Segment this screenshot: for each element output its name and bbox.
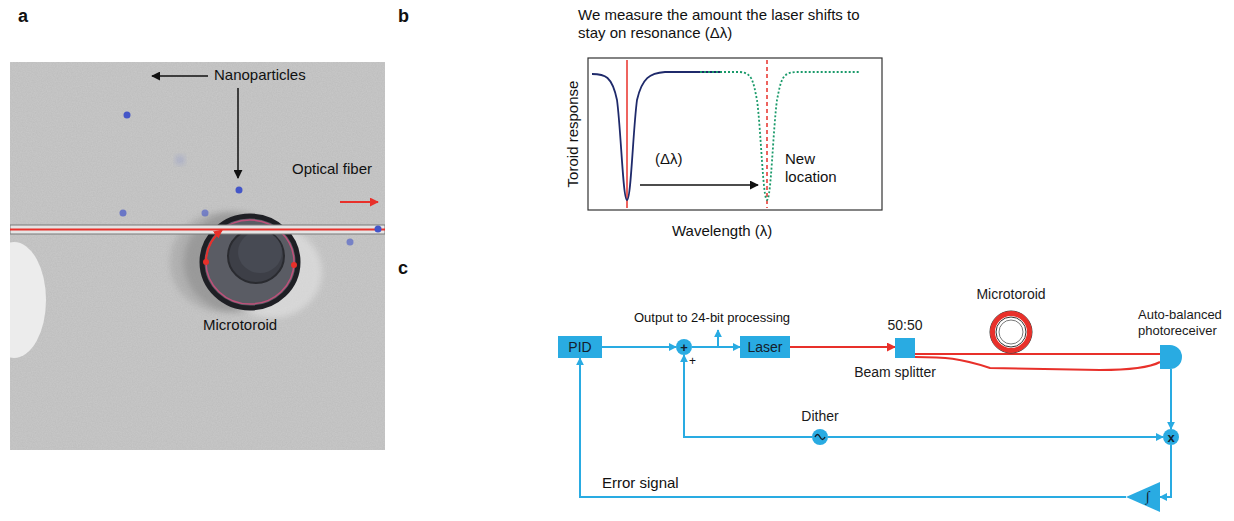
output-tap [717, 330, 719, 346]
node-label: Microtoroid [976, 286, 1045, 303]
signal-connector [1160, 445, 1171, 497]
signal-connector [580, 358, 1126, 497]
node-label: Auto-balanced photoreceiver [1138, 307, 1232, 339]
signal-connector [602, 346, 676, 348]
node-text: x [1167, 431, 1174, 444]
node-text: ∫ [1146, 490, 1150, 504]
panel-letter: b [398, 6, 409, 27]
fiber-connector [915, 357, 1160, 370]
annotation-label: Optical fiber [292, 160, 372, 178]
node-label: Dither [801, 408, 838, 425]
panel-letter: c [398, 258, 408, 279]
dither-source: Dither [812, 429, 828, 445]
leader-arrows [152, 76, 378, 202]
annotation-label: Wavelength (λ) [672, 222, 772, 240]
process-box: PID [558, 336, 602, 358]
edge-label: Error signal [600, 474, 681, 492]
process-box: Laser [740, 336, 790, 358]
microtoroid-resonator: Microtoroid [989, 310, 1033, 354]
node-label: Beam splitter [854, 364, 936, 381]
panel-letter: a [18, 6, 28, 27]
resonance-plot [588, 58, 882, 210]
signal-connector [828, 436, 1163, 438]
ring-shape [989, 310, 1033, 354]
microtoroid-render [10, 62, 385, 450]
annotation-label: New location [785, 150, 851, 186]
signal-connector [1170, 369, 1172, 429]
signal-connector [692, 346, 740, 348]
annotation-label: Toroid response [564, 79, 582, 189]
annotation-label: Microtoroid [203, 316, 277, 334]
dee-shape [1160, 345, 1182, 369]
annotation-label: Output to 24-bit processing [634, 310, 790, 326]
fiber-connector [790, 346, 895, 348]
annotation-label: We measure the amount the laser shifts t… [578, 6, 878, 42]
node-text: PID [568, 340, 591, 354]
photoreceiver: Auto-balanced photoreceiver [1160, 345, 1182, 369]
fiber-connector [915, 353, 1160, 355]
integrator: ∫ [1126, 482, 1160, 512]
node-text: + [680, 341, 688, 354]
annotation-label: + [689, 354, 696, 369]
annotation-label: Nanoparticles [214, 66, 306, 84]
mixer: x [1163, 429, 1179, 445]
tri-shape [1126, 482, 1160, 512]
signal-connector [684, 355, 812, 437]
source-shape [812, 429, 828, 445]
summing-junction: + [676, 339, 692, 355]
beam-splitter: 50:50Beam splitter [895, 338, 915, 358]
node-text: Laser [747, 340, 782, 354]
node-label: 50:50 [887, 317, 922, 334]
annotation-label: (Δλ) [655, 150, 683, 168]
